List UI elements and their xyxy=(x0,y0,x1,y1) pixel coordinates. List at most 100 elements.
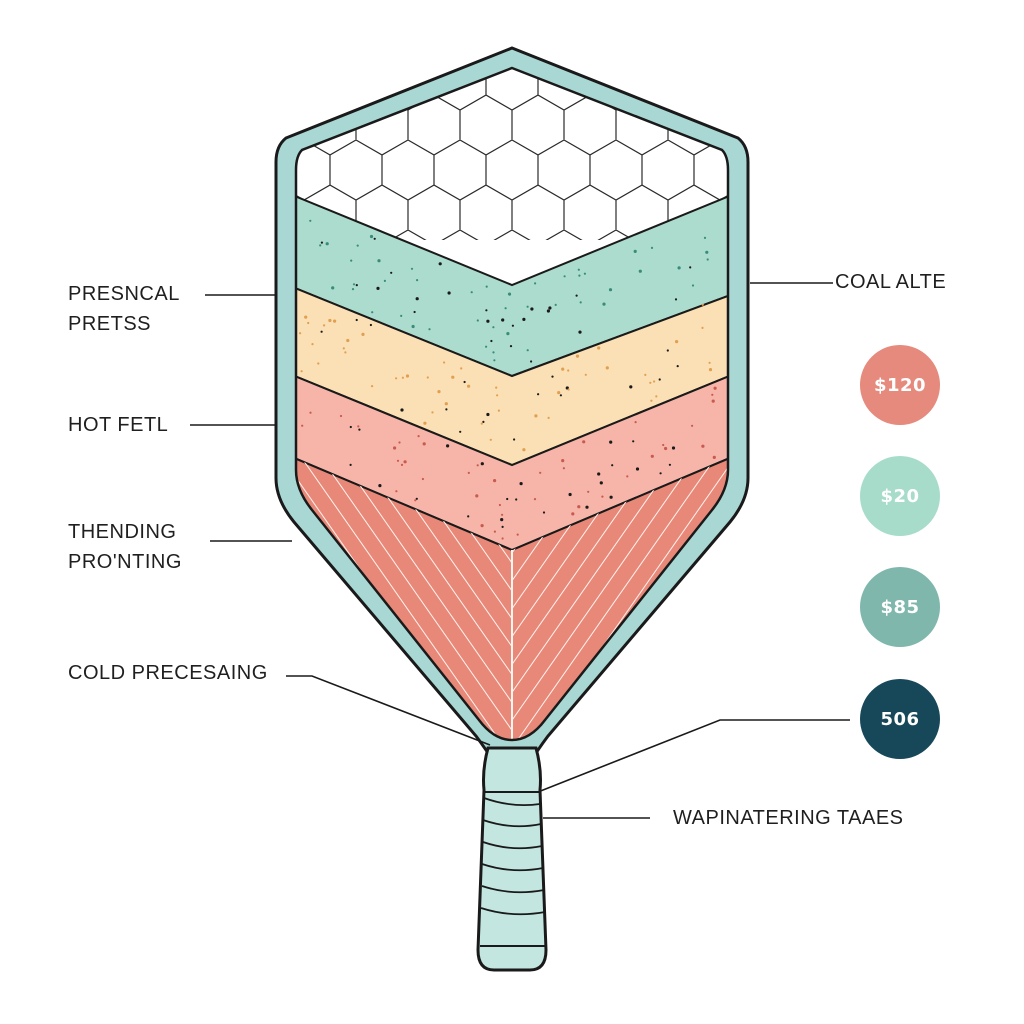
speckle-dot xyxy=(317,362,320,365)
speckle-dot xyxy=(493,479,497,483)
speckle-dot xyxy=(309,411,312,414)
speckle-dot xyxy=(422,442,426,446)
speckle-dot xyxy=(307,321,310,325)
speckle-dot xyxy=(601,495,604,498)
speckle-dot xyxy=(416,279,419,282)
speckle-dot xyxy=(511,324,514,327)
speckle-dot xyxy=(701,326,704,329)
speckle-dot xyxy=(417,435,420,438)
speckle-dot xyxy=(482,420,485,423)
speckle-dot xyxy=(516,533,519,536)
speckle-dot xyxy=(490,339,493,343)
speckle-dot xyxy=(629,385,633,389)
speckle-dot xyxy=(504,307,507,310)
speckle-dot xyxy=(567,388,570,391)
speckle-dot xyxy=(373,237,376,240)
speckle-dot xyxy=(611,464,614,467)
speckle-dot xyxy=(633,249,637,253)
speckle-dot xyxy=(496,394,499,397)
speckle-dot xyxy=(444,402,448,406)
speckle-dot xyxy=(398,441,401,444)
speckle-dot xyxy=(691,284,695,287)
speckle-dot xyxy=(413,310,416,314)
speckle-dot xyxy=(299,332,302,335)
speckle-dot xyxy=(411,324,415,329)
speckle-dot xyxy=(369,323,372,327)
speckle-dot xyxy=(634,421,637,424)
speckle-dot xyxy=(304,315,308,319)
speckle-dot xyxy=(577,505,581,509)
label-line: PRETSS xyxy=(68,313,152,335)
label-cold-precesaing: COLD PRECESAING xyxy=(68,658,268,688)
speckle-dot xyxy=(342,347,345,350)
speckle-dot xyxy=(489,438,492,441)
speckle-dot xyxy=(522,317,526,321)
paddle-face-layers xyxy=(296,68,728,740)
speckle-dot xyxy=(349,463,352,466)
speckle-dot xyxy=(507,292,512,296)
speckle-dot xyxy=(577,268,580,271)
speckle-dot xyxy=(396,459,400,462)
speckle-dot xyxy=(501,318,505,322)
speckle-dot xyxy=(559,394,563,397)
speckle-dot xyxy=(395,377,398,380)
speckle-dot xyxy=(323,324,326,327)
speckle-dot xyxy=(320,241,323,244)
speckle-dot xyxy=(635,467,640,471)
speckle-dot xyxy=(309,219,312,222)
speckle-dot xyxy=(423,421,427,425)
label-coal-alte: COAL ALTE xyxy=(835,267,946,297)
speckle-dot xyxy=(638,269,642,273)
speckle-dot xyxy=(447,291,451,295)
speckles xyxy=(299,219,717,540)
speckle-dot xyxy=(711,393,714,396)
speckle-dot xyxy=(344,351,347,354)
speckle-dot xyxy=(415,297,419,301)
speckle-dot xyxy=(437,390,441,394)
speckle-dot xyxy=(557,391,561,395)
speckle-dot xyxy=(650,454,654,458)
leader-left-4 xyxy=(286,675,491,746)
speckle-dot xyxy=(493,530,496,533)
speckle-dot xyxy=(548,306,552,310)
price-badge-4: 506 xyxy=(860,679,940,759)
speckle-dot xyxy=(522,448,526,452)
speckle-dot xyxy=(319,244,322,247)
speckle-dot xyxy=(485,285,488,288)
speckle-dot xyxy=(501,525,504,529)
speckle-dot xyxy=(701,303,704,306)
label-line: COAL ALTE xyxy=(835,271,947,293)
speckle-dot xyxy=(355,318,358,322)
label-line: PRESNCAL xyxy=(68,283,180,305)
speckle-dot xyxy=(467,515,470,518)
speckle-dot xyxy=(578,330,582,334)
speckle-dot xyxy=(602,302,606,306)
speckle-dot xyxy=(395,490,398,493)
speckle-dot xyxy=(300,370,303,373)
speckle-dot xyxy=(551,375,554,378)
speckle-dot xyxy=(582,440,586,444)
speckle-dot xyxy=(597,472,601,476)
speckle-dot xyxy=(393,446,397,450)
mint-layer xyxy=(296,188,728,378)
speckle-dot xyxy=(492,326,495,329)
speckle-dot xyxy=(530,307,534,311)
speckle-dot xyxy=(578,274,581,277)
speckle-dot xyxy=(506,497,509,501)
speckle-dot xyxy=(708,368,713,372)
speckle-dot xyxy=(369,234,374,239)
label-line: COLD PRECESAING xyxy=(68,662,268,684)
speckle-dot xyxy=(357,425,360,428)
speckle-dot xyxy=(311,343,314,346)
speckle-dot xyxy=(653,380,656,383)
speckle-dot xyxy=(451,375,455,379)
speckle-dot xyxy=(513,438,516,441)
speckle-dot xyxy=(676,365,679,368)
speckle-dot xyxy=(519,482,523,486)
label-thending-pronting: THENDING PRO'NTING xyxy=(68,517,182,577)
speckle-dot xyxy=(659,472,662,475)
speckle-dot xyxy=(500,518,504,522)
speckle-dot xyxy=(301,424,304,427)
speckle-dot xyxy=(605,366,609,370)
speckle-dot xyxy=(608,288,613,292)
